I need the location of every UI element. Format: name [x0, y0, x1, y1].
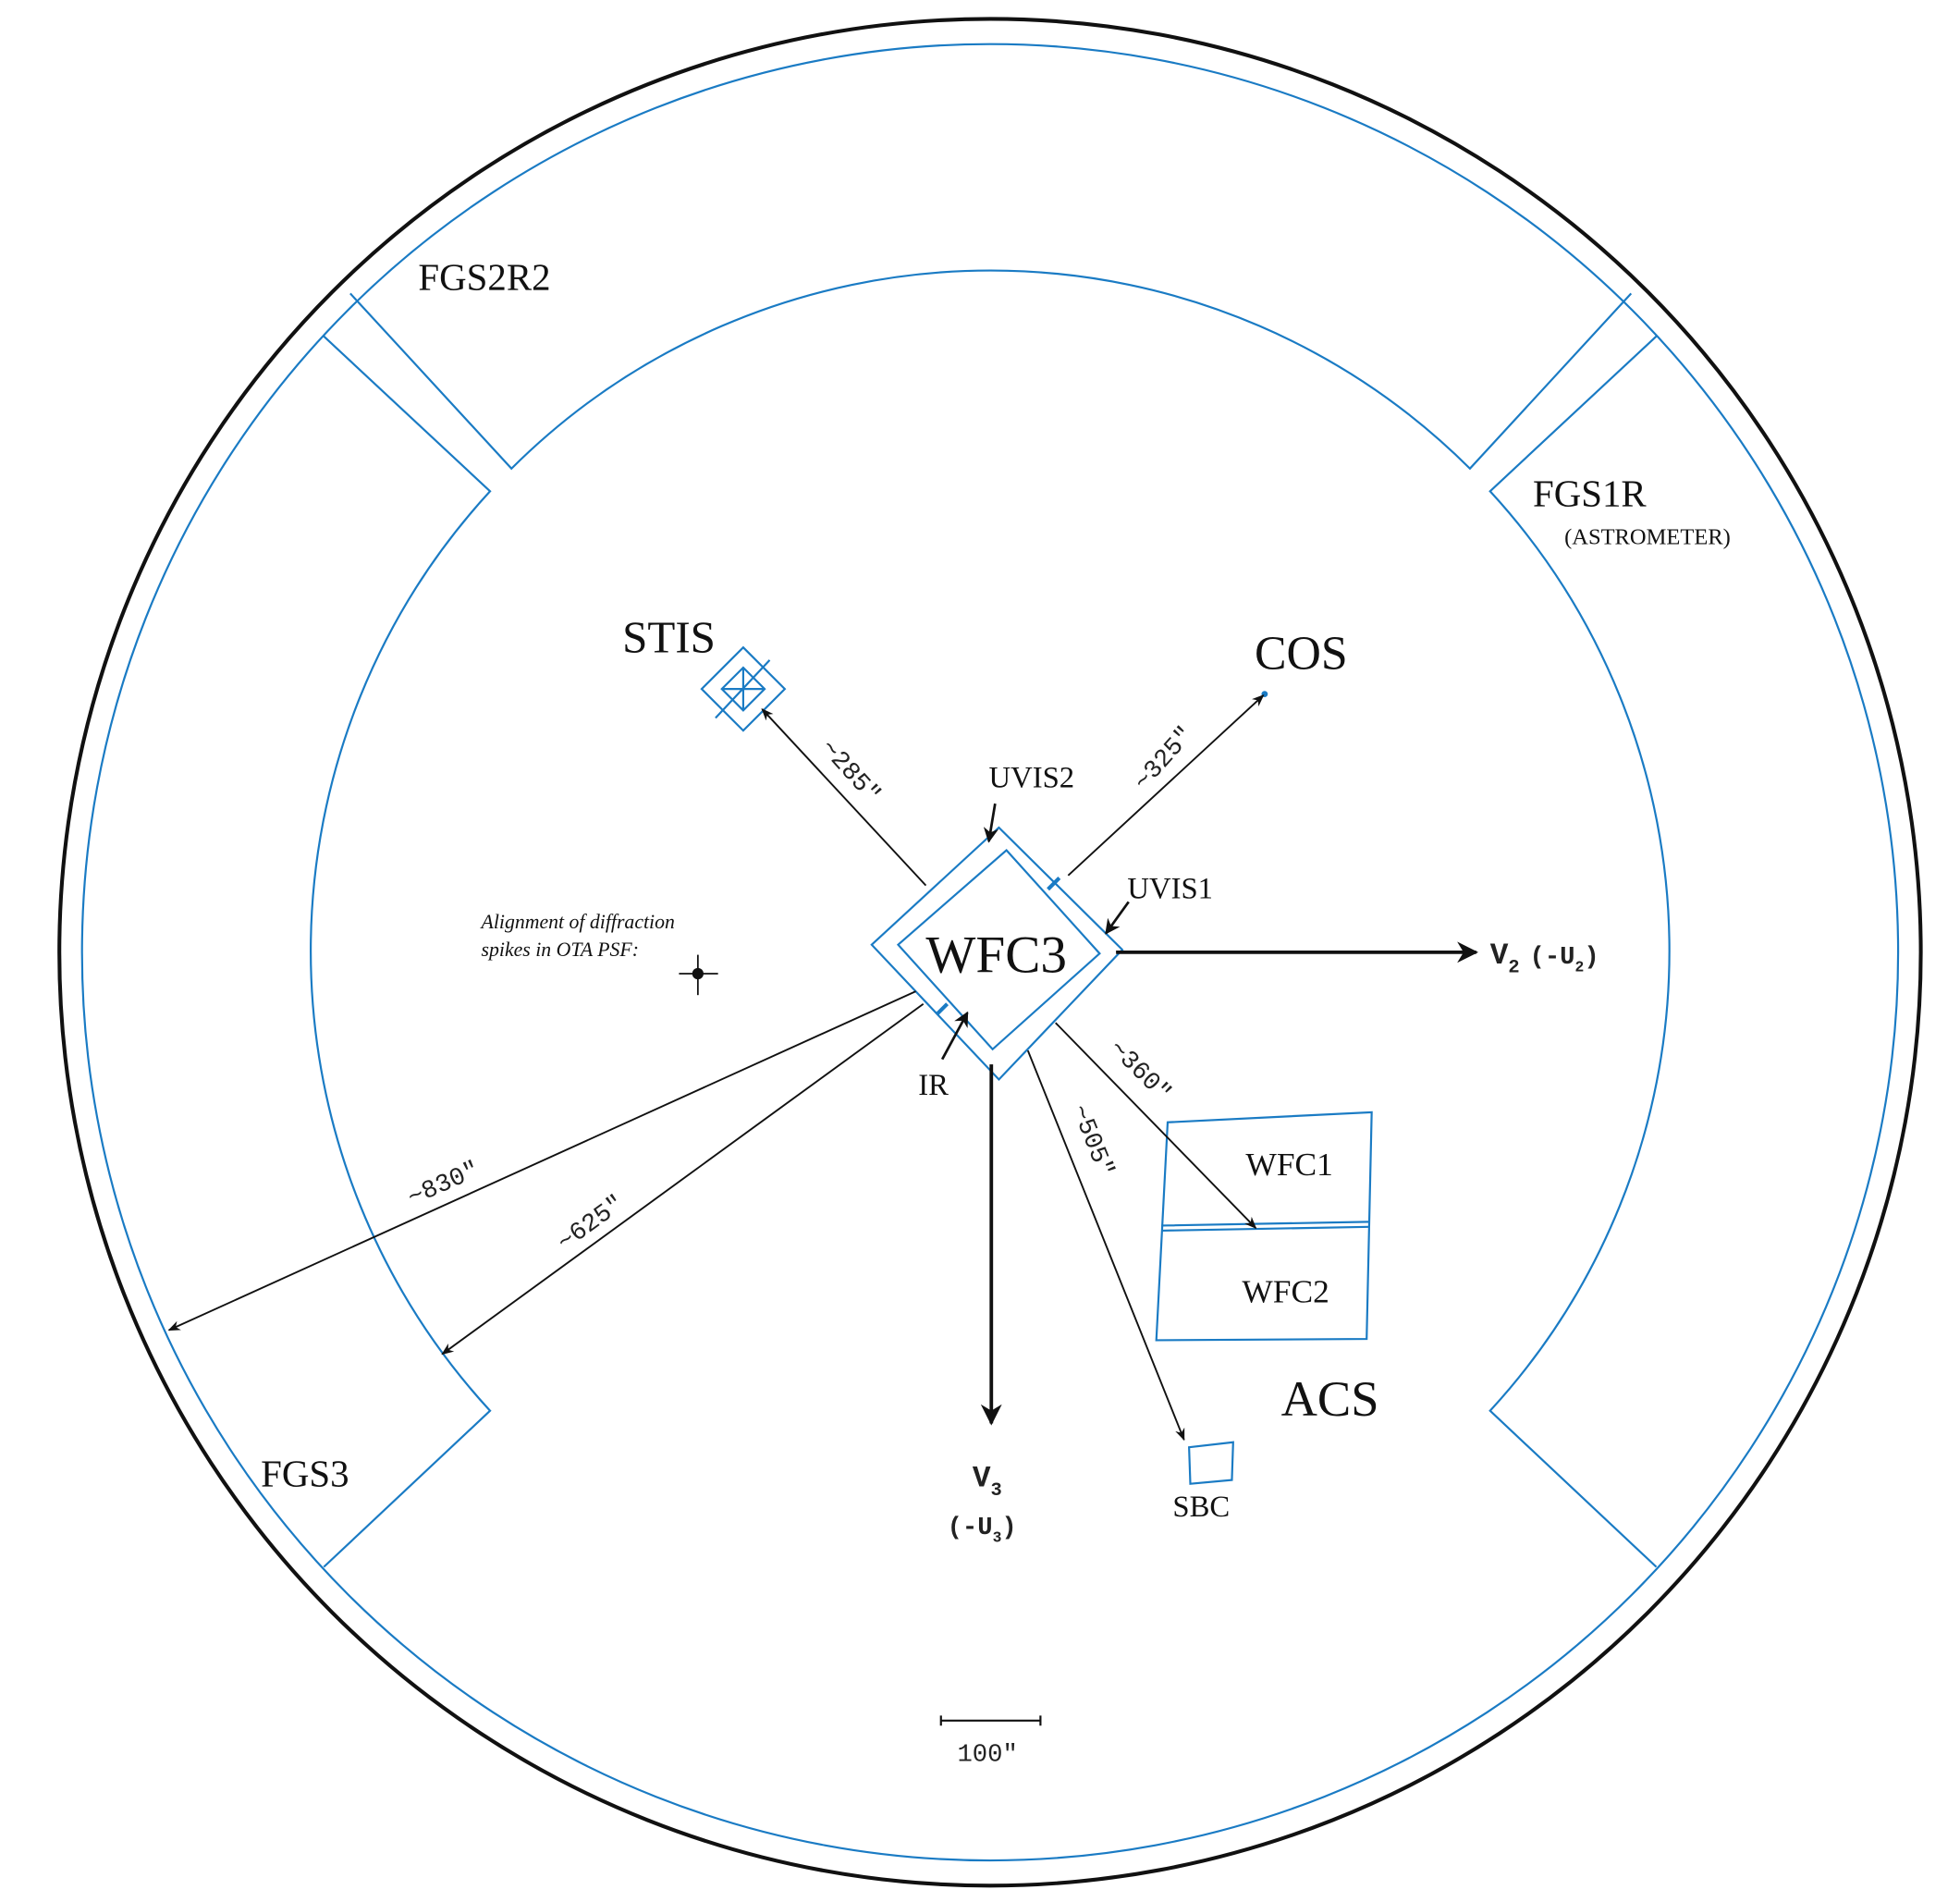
fgs2-aperture: [349, 269, 1633, 471]
uvis2-label: UVIS2: [989, 761, 1075, 794]
uvis1-label: UVIS1: [1127, 872, 1213, 905]
stis-distance-label: ~285″: [814, 734, 886, 809]
wfc1-label: WFC1: [1245, 1146, 1332, 1183]
wfc3-aperture: [870, 826, 1124, 1082]
sbc-label: SBC: [1172, 1491, 1230, 1524]
uvis1-pointer: [1105, 901, 1130, 935]
acs-wfc-distance-label: ~360″: [1103, 1035, 1177, 1109]
fgs3-aperture: [310, 335, 492, 1568]
fgs-outer-distance-arrow: [167, 990, 916, 1331]
fgs1-label: FGS1R: [1533, 473, 1647, 515]
wfc3-label: WFC3: [925, 926, 1067, 985]
fgs-inner-distance-arrow: [441, 1002, 925, 1356]
acs-label: ACS: [1281, 1370, 1379, 1427]
fgs1-aperture: [1488, 335, 1671, 1568]
ir-label: IR: [918, 1069, 949, 1102]
stis-aperture: [700, 645, 787, 732]
psf-spike-icon: [679, 954, 718, 996]
uvis2-pointer: [983, 803, 999, 843]
scale-bar: [939, 1715, 1042, 1726]
acs-wfc-aperture: [1155, 1111, 1373, 1342]
fgs1-note: (ASTROMETER): [1564, 524, 1731, 549]
psf-note-line1: Alignment of diffraction: [480, 911, 675, 933]
cos-label: COS: [1255, 627, 1348, 680]
fgs3-label: FGS3: [261, 1453, 349, 1494]
sbc-distance-label: ~505″: [1064, 1101, 1119, 1182]
v2-axis-label: V2(-U2): [1490, 939, 1599, 979]
fgs-inner-distance-label: ~625″: [553, 1190, 631, 1258]
sbc-distance-arrow: [1026, 1049, 1185, 1442]
sbc-aperture: [1188, 1441, 1234, 1485]
wfc2-label: WFC2: [1242, 1273, 1329, 1310]
psf-note-line2: spikes in OTA PSF:: [482, 939, 639, 961]
scale-bar-label: 100″: [957, 1740, 1017, 1769]
ir-pointer: [940, 1011, 969, 1061]
ota-field-boundary: [57, 17, 1923, 1888]
stis-distance-arrow: [761, 707, 927, 887]
v3-axis-alt-label: (-U3): [948, 1514, 1017, 1546]
fgs-outer-boundary: [80, 43, 1900, 1862]
cos-distance-arrow: [1067, 694, 1265, 877]
fgs2-label: FGS2R2: [418, 256, 550, 298]
stis-label: STIS: [622, 612, 716, 663]
acs-wfc-distance-arrow: [1055, 1022, 1257, 1230]
v3-axis-label: V3: [973, 1461, 1002, 1502]
